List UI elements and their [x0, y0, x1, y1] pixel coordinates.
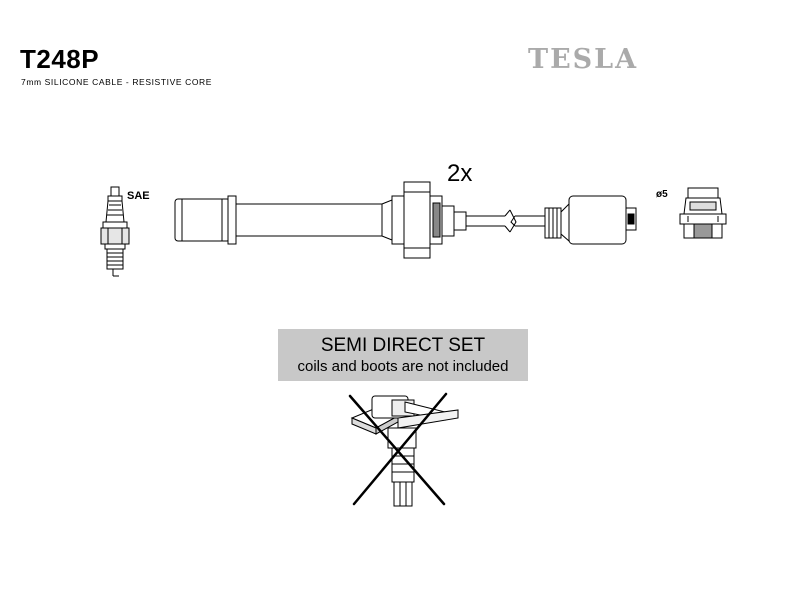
part-description: 7mm SILICONE CABLE - RESISTIVE CORE: [21, 77, 213, 87]
semi-direct-notice: SEMI DIRECT SET coils and boots are not …: [278, 329, 528, 381]
notice-subtitle: coils and boots are not included: [297, 358, 509, 375]
quantity-label: 2x: [447, 160, 473, 187]
brand-logo: TESLA: [528, 44, 639, 75]
part-number-title: T248P: [20, 44, 100, 74]
terminal-diameter-label: ø5: [656, 189, 668, 200]
spark-plug-standard-label: SAE: [127, 190, 150, 202]
notice-title: SEMI DIRECT SET: [320, 335, 486, 356]
